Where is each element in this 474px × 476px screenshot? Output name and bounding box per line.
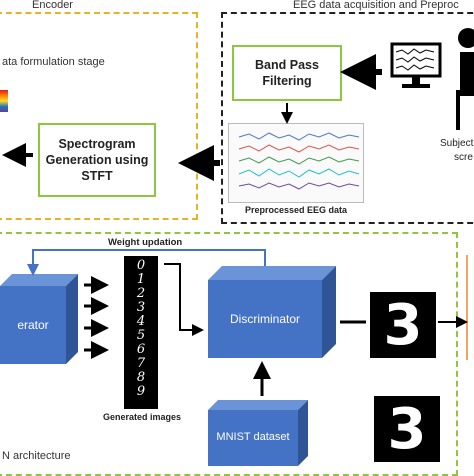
computer-monitor-icon: [388, 38, 448, 98]
heatmap-icon: [0, 90, 8, 112]
digit-item: 6: [136, 342, 146, 357]
mnist-label: MNIST dataset: [216, 431, 290, 444]
digit-item: 9: [136, 384, 146, 399]
digit-item: 0: [136, 258, 146, 273]
mnist-digit-image: 3: [374, 396, 440, 462]
generator-label: erator: [17, 317, 49, 332]
data-formulation-stage-label: ata formulation stage: [2, 56, 105, 68]
subject-label-2: scre: [454, 152, 473, 163]
digit-item: 8: [136, 370, 146, 385]
discriminator-label: Discriminator: [229, 311, 300, 326]
weight-updation-label: Weight updation: [108, 237, 183, 248]
right-orange-edge: [466, 255, 474, 360]
digit-item: 3: [136, 300, 146, 315]
subject-figure-icon: [446, 20, 474, 130]
eeg-title: EEG data acquisition and Preproc: [293, 0, 459, 11]
eeg-section: [221, 12, 474, 224]
generated-images-strip: 0 1 2 3 4 5 6 7 8 9: [124, 256, 158, 409]
digit-item: 1: [136, 272, 146, 287]
digit-item: 4: [136, 314, 146, 329]
generator-box: erator: [0, 274, 78, 364]
digit-item: 7: [136, 356, 146, 371]
generated-images-label: Generated images: [103, 412, 182, 422]
encoder-section: [0, 12, 198, 220]
subject-label-1: Subject: [440, 138, 474, 149]
digit-item: 2: [136, 286, 146, 301]
arrow-images-to-discriminator: [164, 263, 204, 336]
discriminator-box: Discriminator: [208, 266, 336, 358]
gan-title: N architecture: [2, 450, 71, 462]
arrow-weight-updation: [27, 249, 266, 276]
digit-item: 5: [136, 328, 146, 343]
mnist-box: MNIST dataset: [208, 400, 336, 466]
preprocessed-eeg-label: Preprocessed EEG data: [245, 205, 348, 215]
eeg-signal-plot-icon: [228, 123, 364, 203]
encoder-title: Encoder: [32, 0, 73, 11]
output-digit-image: 3: [370, 292, 436, 358]
spectrogram-box: Spectrogram Generation using STFT: [38, 123, 156, 197]
